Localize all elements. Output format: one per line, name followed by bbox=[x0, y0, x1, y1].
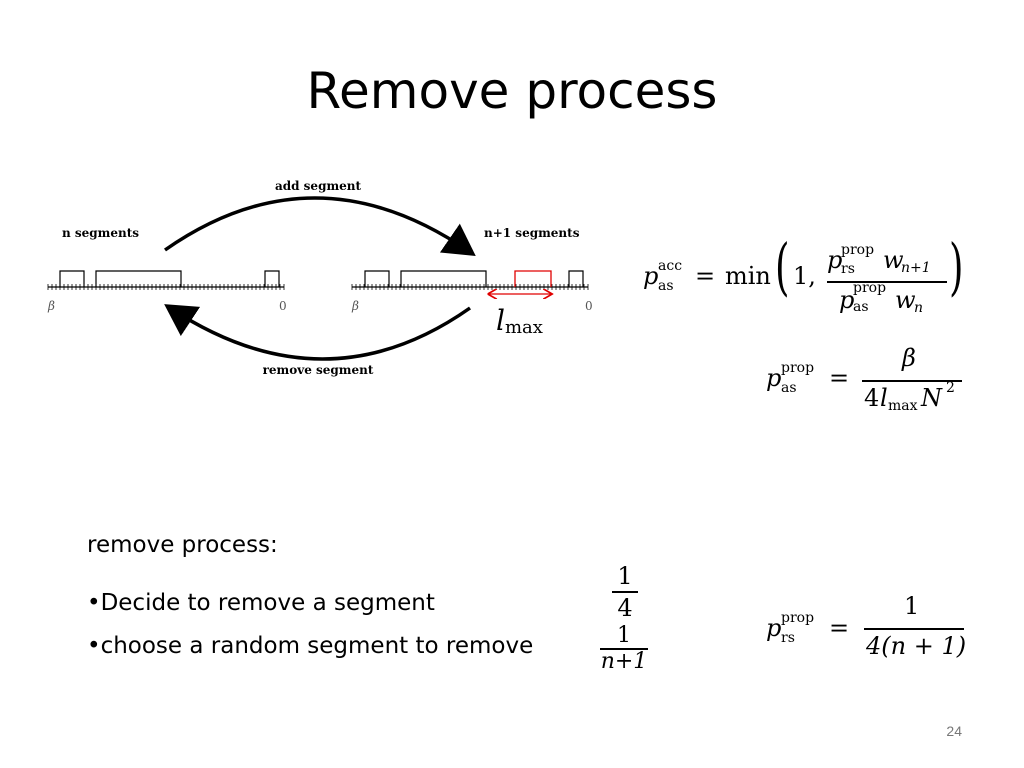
prop-as-formula: p prop as = β 4 l max N 2 bbox=[766, 340, 976, 420]
n-segments-label: n segments bbox=[62, 226, 139, 240]
lmax-label: lmax bbox=[496, 304, 543, 338]
add-segment-arrow bbox=[163, 196, 476, 256]
add-segment-label: add segment bbox=[275, 179, 362, 193]
remove-segment-label: remove segment bbox=[263, 363, 374, 377]
left-timeline bbox=[47, 284, 285, 290]
right-beta-label: β bbox=[351, 299, 359, 313]
bullet-choose-random: •choose a random segment to remove bbox=[87, 633, 534, 659]
bullet-decide-remove: •Decide to remove a segment bbox=[87, 590, 435, 616]
new-segment bbox=[514, 270, 552, 287]
right-segments bbox=[364, 270, 584, 287]
segment-diagram: add segment remove segment n segments n+… bbox=[47, 179, 593, 377]
remove-segment-arrow bbox=[164, 304, 472, 361]
slide-number: 24 bbox=[946, 723, 962, 739]
left-beta-label: β bbox=[47, 299, 55, 313]
right-timeline bbox=[351, 284, 589, 290]
left-segments bbox=[59, 270, 280, 287]
slide-title: Remove process bbox=[306, 62, 718, 120]
n1-segments-label: n+1 segments bbox=[484, 226, 580, 240]
fraction-inv-n1: 1 n+1 bbox=[600, 623, 648, 674]
prop-rs-formula: p prop rs = 1 4(n + 1) bbox=[766, 592, 967, 660]
acceptance-formula: p acc as = min ( 1, p prop rs w n+1 p pr… bbox=[643, 230, 964, 317]
fraction-quarter: 1 4 bbox=[610, 562, 640, 624]
remove-process-heading: remove process: bbox=[87, 532, 278, 558]
right-zero-label: 0 bbox=[585, 299, 593, 313]
left-zero-label: 0 bbox=[279, 299, 287, 313]
